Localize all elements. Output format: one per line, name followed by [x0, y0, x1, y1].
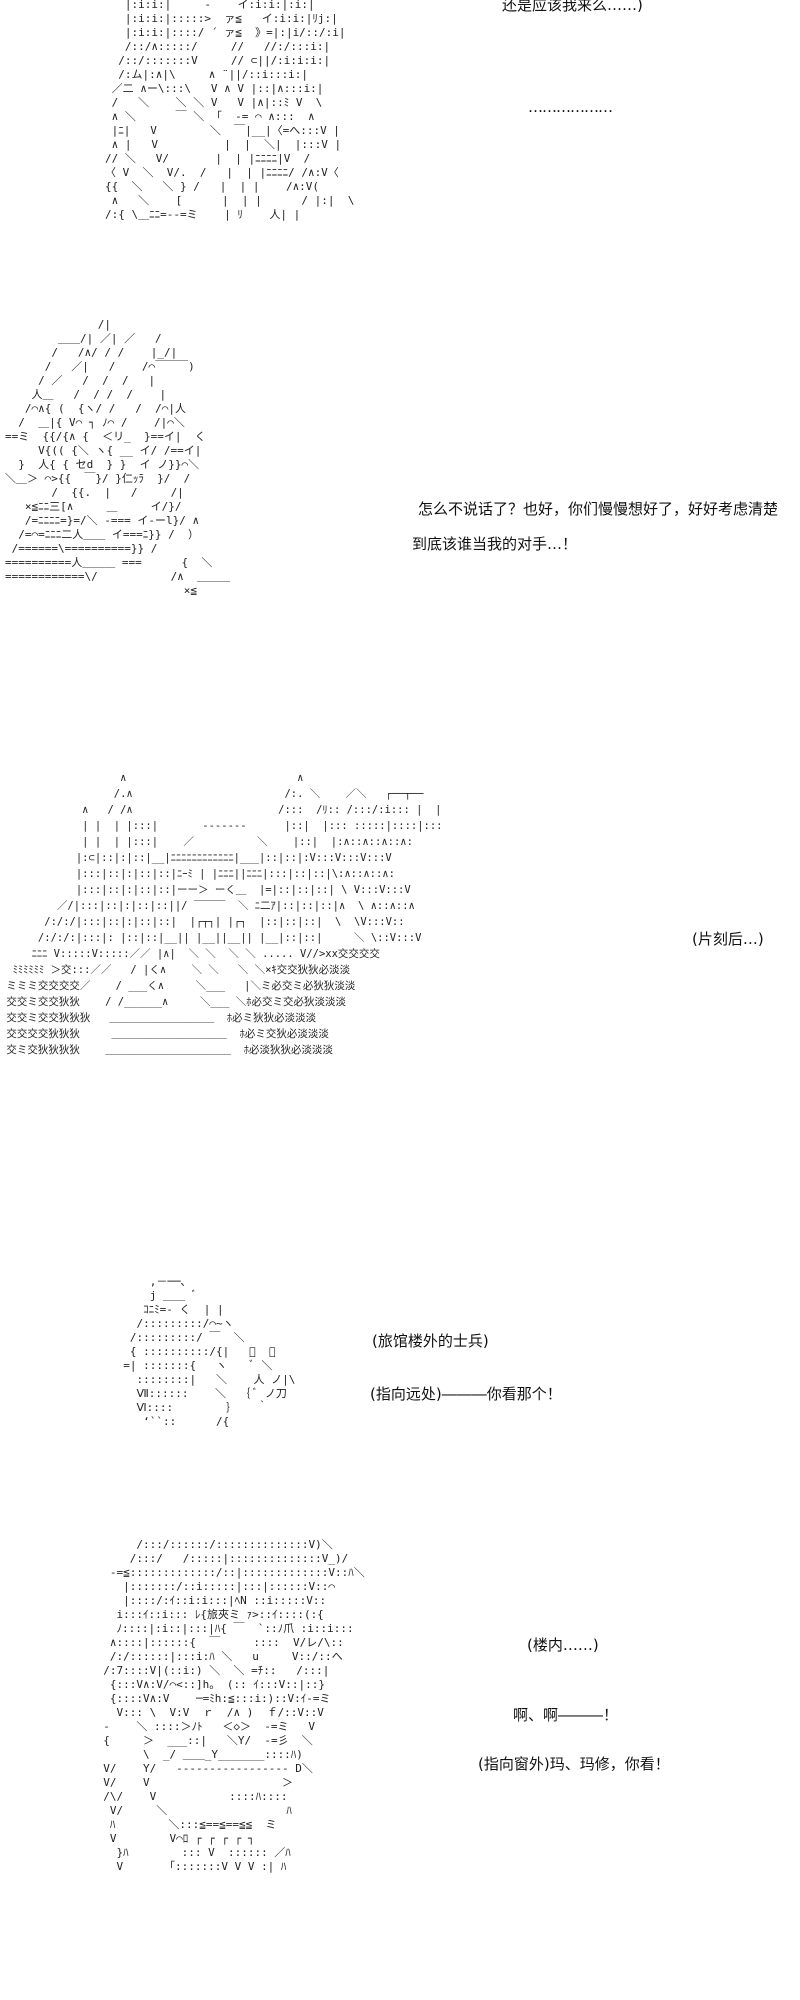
ascii-art-castle: ∧ ∧ /.∧ /:. ＼ ／＼ ┌──┬── ∧ / /∧ /::: /ﾘ::… [6, 772, 443, 1056]
dialogue-line: 到底该谁当我的对手…！ [412, 535, 578, 553]
ascii-art-soldier: ,－──､ j ＿＿ ﾞ ｺﾆﾐ=- く | | /:::::::::/⌒~ヽ … [123, 1275, 296, 1428]
narration-line: (楼内……) [527, 1636, 599, 1654]
narration-line: (片刻后…) [692, 930, 764, 948]
ascii-art-character-1: |:i:i:| - イ:i:i:|:i:| |:i:i:|:::::> ァ≦ イ… [105, 0, 355, 221]
ascii-art-character-2: /| ＿＿/| ／| ／ / / /∧/ / / |_/| / ／| / /⌒￣… [5, 318, 231, 597]
dialogue-line: (指向远处)―――你看那个！ [370, 1385, 562, 1403]
narration-line: (旅馆楼外的士兵) [372, 1332, 489, 1350]
ascii-art-character-3: /:::/::::::/::::::::::::::V)＼ /:::/ /:::… [103, 1538, 365, 1873]
ellipsis-line: ……………… [528, 98, 613, 116]
dialogue-line: 还是应该我来么……) [502, 0, 643, 14]
dialogue-line: 怎么不说话了？也好，你们慢慢想好了，好好考虑清楚 [418, 500, 779, 518]
dialogue-line: (指向窗外)玛、玛修，你看！ [478, 1755, 670, 1773]
dialogue-line: 啊、啊―――！ [513, 1706, 619, 1724]
